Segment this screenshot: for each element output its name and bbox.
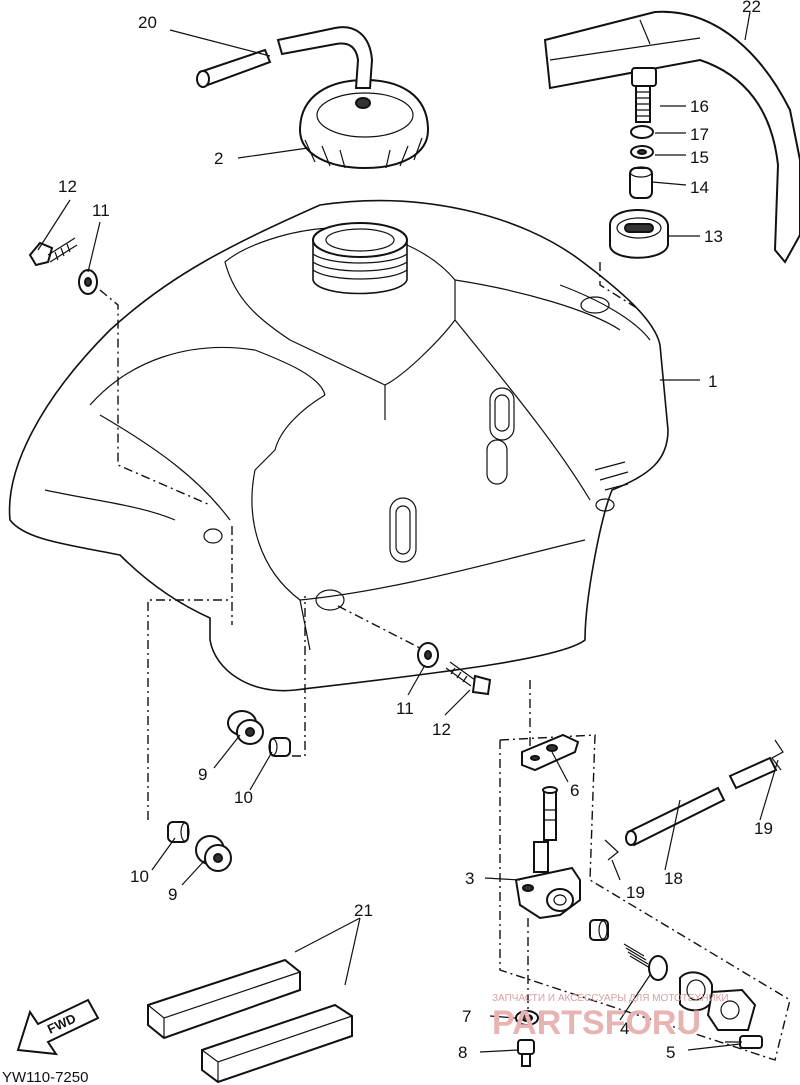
callout-21: 21 <box>354 901 373 920</box>
callout-22: 22 <box>742 0 761 16</box>
callout-8: 8 <box>458 1043 467 1062</box>
tank-strap <box>543 10 800 264</box>
grommet-collar-set <box>147 526 306 872</box>
fuel-hose <box>604 739 784 861</box>
bolt-washer-upper <box>28 237 211 506</box>
callout-2: 2 <box>214 149 223 168</box>
watermark: ЗАПЧАСТИ И АКСЕССУАРЫ ДЛЯ МОТОТЕХНИКИ PA… <box>492 993 729 1042</box>
forward-arrow: FWD <box>16 998 100 1056</box>
fuel-cap <box>298 78 430 170</box>
callout-15: 15 <box>690 148 709 167</box>
callout-9a: 9 <box>198 765 207 784</box>
callout-3: 3 <box>465 869 474 888</box>
watermark-tagline: ЗАПЧАСТИ И АКСЕССУАРЫ ДЛЯ МОТОТЕХНИКИ <box>492 993 729 1004</box>
callout-18: 18 <box>664 869 683 888</box>
fuel-tank <box>8 199 669 692</box>
breather-hose <box>196 26 374 89</box>
callout-7: 7 <box>462 1007 471 1026</box>
callout-numbers: 1 2 3 4 5 6 7 8 9 9 10 10 11 11 12 12 13… <box>58 0 773 1062</box>
callout-17: 17 <box>690 125 709 144</box>
leader-lines <box>37 11 779 1053</box>
callout-9b: 9 <box>168 885 177 904</box>
callout-11a: 11 <box>92 201 110 220</box>
callout-5: 5 <box>666 1043 675 1062</box>
bolt-washer-lower <box>337 605 492 696</box>
callout-13: 13 <box>704 227 723 246</box>
watermark-logo: PARTSFORU <box>492 1004 701 1042</box>
mount-hardware <box>599 67 669 311</box>
protector-pads <box>147 958 353 1084</box>
callout-12b: 12 <box>432 720 451 739</box>
callout-4: 4 <box>620 1019 629 1038</box>
callout-19a: 19 <box>626 883 645 902</box>
callout-14: 14 <box>690 178 709 197</box>
callout-10a: 10 <box>234 788 253 807</box>
fuel-cock-assembly <box>499 680 791 1067</box>
diagram-code: YW110-7250 <box>2 1069 88 1085</box>
callout-10b: 10 <box>130 867 149 886</box>
callout-16: 16 <box>690 97 709 116</box>
callout-19b: 19 <box>754 819 773 838</box>
callout-20: 20 <box>138 13 157 32</box>
callout-6: 6 <box>570 781 579 800</box>
callout-11b: 11 <box>396 699 414 718</box>
callout-12a: 12 <box>58 177 77 196</box>
callout-1: 1 <box>708 372 717 391</box>
